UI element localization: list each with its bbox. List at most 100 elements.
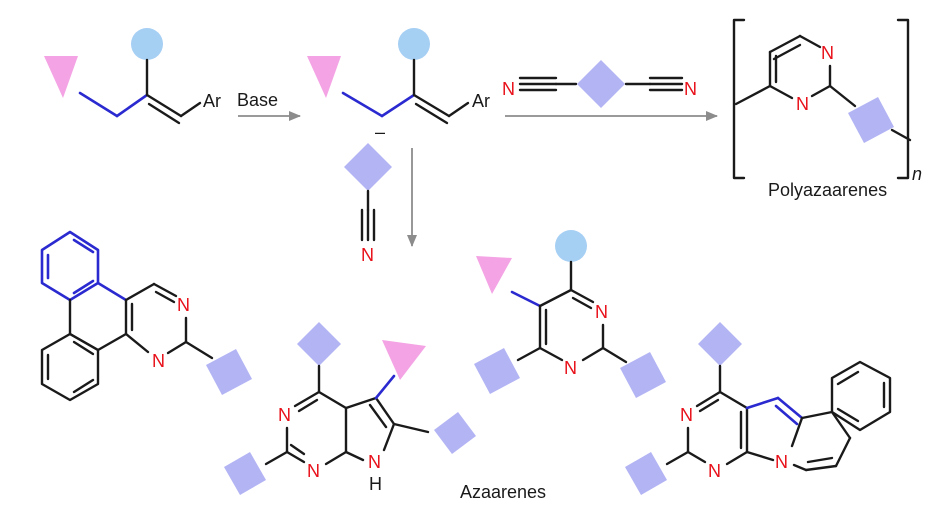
bond: [571, 296, 593, 310]
bond: [124, 282, 156, 302]
lavender-diamond-substituent: [434, 412, 476, 454]
bond: [538, 346, 564, 362]
bond: [72, 279, 95, 295]
lavender-diamond-substituent: [698, 322, 742, 366]
bond: [145, 93, 183, 118]
anion-charge: –: [375, 122, 385, 142]
nitrogen-atom: N: [595, 302, 608, 322]
nitrogen-atom: N: [502, 79, 515, 99]
pink-triangle-substituent: [44, 56, 78, 98]
allyl-anion: Ar –: [307, 28, 490, 142]
bond: [166, 340, 188, 355]
bond: [72, 238, 95, 254]
base-reagent-label: Base: [237, 90, 278, 110]
bond: [510, 290, 542, 308]
nitrogen-atom: N: [684, 79, 697, 99]
bond: [344, 396, 378, 410]
bond: [890, 128, 912, 142]
lavender-diamond-substituent: [297, 322, 341, 366]
nitrogen-atom: N: [708, 461, 721, 481]
isoquinoline-benzo-ring: [830, 360, 892, 432]
nitrogen-atom: N: [177, 295, 190, 315]
lavender-diamond-substituent: [620, 352, 666, 398]
bond: [374, 396, 396, 426]
bond: [798, 34, 822, 49]
bond: [768, 34, 802, 54]
bond: [341, 91, 384, 118]
lavender-diamond-substituent: [224, 452, 266, 495]
bond: [179, 101, 202, 118]
lavender-diamond-substituent: [474, 348, 520, 394]
bond: [686, 450, 707, 464]
lavender-diamond-substituent: [344, 143, 392, 191]
bond: [285, 450, 306, 464]
blue-circle-substituent: [555, 230, 587, 262]
bond: [776, 396, 804, 420]
upper-benzo-ring: [40, 230, 100, 302]
bond: [147, 102, 181, 125]
bond: [804, 464, 838, 472]
nitrogen-atom: N: [278, 405, 291, 425]
bond: [772, 43, 802, 61]
bond: [834, 436, 852, 468]
blue-circle-substituent: [131, 28, 163, 60]
bond: [293, 390, 321, 408]
repeat-subscript: n: [912, 164, 922, 184]
bond: [665, 450, 690, 466]
bond: [745, 396, 780, 410]
bond: [745, 450, 775, 462]
right-bracket: [896, 18, 910, 180]
bond: [810, 84, 832, 98]
lavender-diamond-substituent: [848, 97, 894, 143]
nitrogen-atom: N: [775, 452, 788, 472]
bond: [124, 332, 150, 354]
bond: [538, 288, 573, 308]
starting-alkene: Ar: [44, 28, 221, 125]
bond: [581, 346, 605, 362]
polyazaarenes-label: Polyazaarenes: [768, 180, 887, 200]
lavender-diamond-substituent: [577, 60, 625, 108]
pyrimidoindolizine-product: N N N: [625, 322, 892, 495]
polyazaarene: n N N Polyazaarenes: [732, 18, 922, 200]
bond: [297, 398, 319, 413]
hydrogen-atom: H: [369, 474, 382, 494]
bond: [78, 91, 119, 118]
bond: [792, 463, 808, 472]
nitrile-reagent: N: [344, 143, 392, 265]
lower-benzo-ring: [40, 332, 100, 402]
bond: [368, 403, 388, 429]
nitrogen-atom: N: [796, 94, 809, 114]
bond: [768, 84, 794, 100]
bond: [115, 93, 149, 118]
nitrogen-atom: N: [307, 461, 320, 481]
nitrogen-atom: N: [564, 358, 577, 378]
bond: [382, 422, 396, 452]
nitrogen-atom: N: [368, 452, 381, 472]
bond: [836, 370, 860, 386]
bond: [569, 288, 595, 304]
bond: [154, 290, 176, 304]
aryl-label: Ar: [472, 91, 490, 111]
bond: [718, 390, 749, 410]
bond: [374, 374, 396, 400]
bond: [324, 450, 348, 466]
bond: [836, 407, 860, 423]
nitrogen-atom: N: [680, 405, 693, 425]
bond: [447, 101, 470, 118]
aryl-label: Ar: [203, 91, 221, 111]
lavender-diamond-substituent: [625, 452, 667, 495]
blue-circle-substituent: [398, 28, 430, 60]
bond: [392, 422, 430, 434]
nitrogen-atom: N: [821, 43, 834, 63]
bond: [725, 450, 749, 466]
pink-triangle-substituent: [476, 256, 512, 294]
bond: [72, 340, 95, 356]
bond: [264, 450, 289, 466]
pyrimidine-product: N N: [474, 230, 666, 398]
pyrrolopyrimidine-product: N N N H: [224, 322, 476, 495]
lavender-diamond-substituent: [206, 349, 252, 395]
left-bracket: [732, 18, 746, 180]
pink-triangle-substituent: [382, 340, 426, 380]
bond: [184, 340, 214, 360]
